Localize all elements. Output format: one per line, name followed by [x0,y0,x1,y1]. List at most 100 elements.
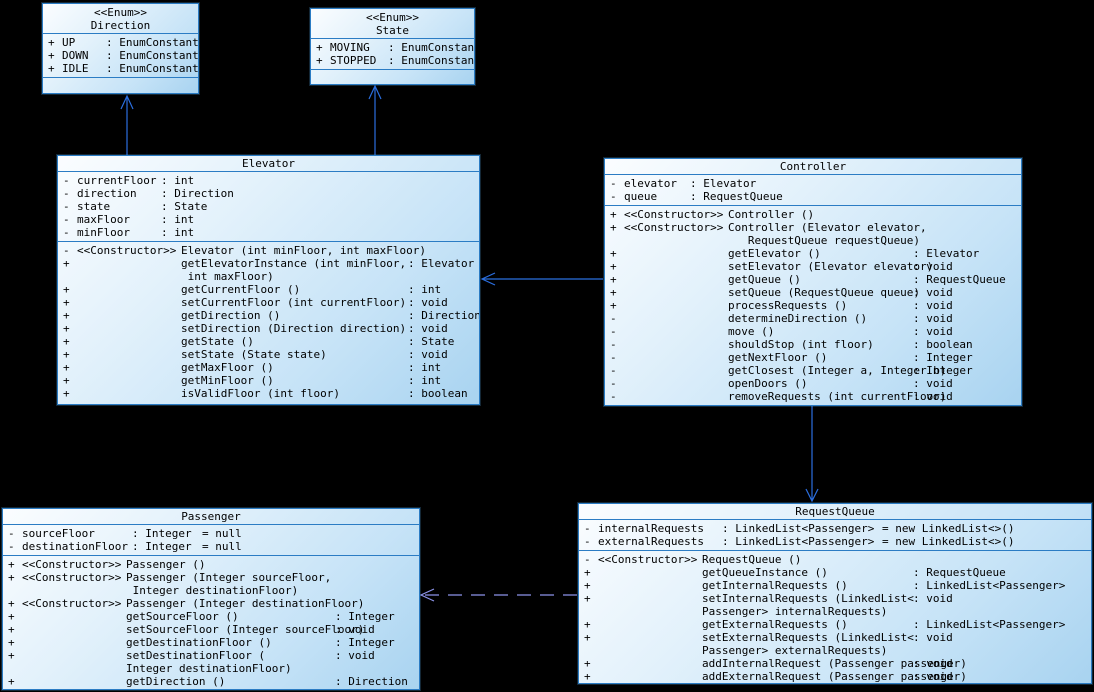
method-signature: RequestQueue () [702,553,802,566]
arrow-controller-to-elevator[interactable] [480,272,603,286]
method-signature: shouldStop (int floor) [728,338,874,351]
method-row: +addInternalRequest (Passenger passenger… [579,657,1091,670]
constructor-stereotype: <<Constructor>> [598,553,698,566]
attribute-type: : int [161,213,195,226]
method-return-type: : void [913,299,953,312]
method-return-type: : void [913,377,953,390]
attribute-type: : LinkedList<Passenger> [722,522,875,535]
visibility-symbol: + [584,631,591,644]
attributes-compartment: +MOVING: EnumConstant+STOPPED: EnumConst… [311,39,474,70]
visibility-symbol: + [8,597,15,610]
class-elevator[interactable]: Elevator-currentFloor: int-direction: Di… [57,155,480,405]
visibility-symbol: + [584,566,591,579]
visibility-symbol: + [63,296,70,309]
method-signature: getDirection () [181,309,281,322]
method-return-type: : Elevator [408,257,475,270]
visibility-symbol: + [316,54,323,67]
method-return-type: : void [913,312,953,325]
method-return-type: : void [913,631,953,644]
method-return-type: : void [913,286,953,299]
visibility-symbol: + [610,247,617,260]
method-return-type: : int [408,283,442,296]
attribute-name: DOWN [62,49,89,62]
method-return-type: : void [913,670,953,683]
class-direction[interactable]: <<Enum>>Direction+UP: EnumConstant+DOWN:… [42,3,199,94]
attribute-row: -minFloor: int [58,226,479,239]
visibility-symbol: + [63,283,70,296]
method-row: +setCurrentFloor (int currentFloor): voi… [58,296,479,309]
visibility-symbol: + [48,49,55,62]
attribute-type: : int [161,226,195,239]
attributes-compartment: -sourceFloor: Integer= null-destinationF… [3,525,419,556]
method-return-type: : RequestQueue [913,273,1006,286]
attribute-type: : EnumConstant [388,41,475,54]
method-signature: Passenger (Integer sourceFloor, Integer … [126,571,332,597]
class-name: State [375,24,410,37]
method-signature: Controller () [728,208,815,221]
method-row: +getElevator (): Elevator [605,247,1021,260]
methods-compartment: +<<Constructor>>Passenger ()+<<Construct… [3,556,419,689]
method-return-type: : Elevator [913,247,980,260]
arrow-elevator-to-direction[interactable] [120,94,134,155]
arrow-controller-to-requestqueue[interactable] [805,406,819,503]
class-title: Controller [605,159,1021,175]
method-signature: setDirection (Direction direction) [181,322,407,335]
attributes-compartment: +UP: EnumConstant+DOWN: EnumConstant+IDL… [43,34,198,78]
visibility-symbol: + [63,257,70,270]
method-return-type: : Integer [913,351,973,364]
attribute-name: direction [77,187,137,200]
method-row: +getCurrentFloor (): int [58,283,479,296]
method-row: +getDirection (): Direction [58,309,479,322]
method-row: +addExternalRequest (Passenger passenger… [579,670,1091,683]
method-signature: setState (State state) [181,348,327,361]
attribute-row: +DOWN: EnumConstant [43,49,198,62]
visibility-symbol: + [48,62,55,75]
visibility-symbol: - [610,312,617,325]
method-row: -shouldStop (int floor): boolean [605,338,1021,351]
visibility-symbol: - [610,364,617,377]
method-row: +getMinFloor (): int [58,374,479,387]
attribute-row: -queue: RequestQueue [605,190,1021,203]
class-name: Controller [779,160,847,173]
method-row: +setDirection (Direction direction): voi… [58,322,479,335]
attribute-type: : Elevator [690,177,757,190]
method-row: -determineDirection (): void [605,312,1021,325]
class-controller[interactable]: Controller-elevator: Elevator-queue: Req… [604,158,1022,406]
class-name: Direction [90,19,151,32]
method-signature: Controller (Elevator elevator, RequestQu… [728,221,927,247]
arrow-elevator-to-state[interactable] [368,84,382,155]
method-return-type: : void [408,348,448,361]
visibility-symbol: + [610,273,617,286]
method-row: +<<Constructor>>Passenger () [3,558,419,571]
method-signature: isValidFloor (int floor) [181,387,340,400]
attribute-default: = new LinkedList<>() [882,535,1015,548]
attribute-type: : RequestQueue [690,190,783,203]
method-row: -move (): void [605,325,1021,338]
visibility-symbol: - [610,190,617,203]
attribute-row: -destinationFloor: Integer= null [3,540,419,553]
method-row: +getInternalRequests (): LinkedList<Pass… [579,579,1091,592]
method-row: +processRequests (): void [605,299,1021,312]
visibility-symbol: - [584,535,591,548]
method-signature: getInternalRequests () [702,579,848,592]
method-signature: Elevator (int minFloor, int maxFloor) [181,244,427,257]
visibility-symbol: + [63,309,70,322]
attribute-name: maxFloor [77,213,130,226]
constructor-stereotype: <<Constructor>> [77,244,177,257]
class-requestqueue[interactable]: RequestQueue-internalRequests: LinkedLis… [578,503,1092,684]
method-return-type: : Integer [913,364,973,377]
attribute-type: : EnumConstant [106,62,199,75]
class-name: Passenger [181,510,241,523]
method-row: +getExternalRequests (): LinkedList<Pass… [579,618,1091,631]
visibility-symbol: - [8,540,15,553]
class-state[interactable]: <<Enum>>State+MOVING: EnumConstant+STOPP… [310,8,475,85]
visibility-symbol: - [8,527,15,540]
visibility-symbol: - [610,351,617,364]
arrow-requestqueue-to-passenger[interactable] [419,588,577,602]
class-name: Elevator [242,157,295,170]
class-passenger[interactable]: Passenger -sourceFloor: Integer= null-des… [2,508,420,690]
visibility-symbol: + [63,387,70,400]
methods-compartment: -<<Constructor>>Elevator (int minFloor, … [58,242,479,402]
attribute-row: -direction: Direction [58,187,479,200]
